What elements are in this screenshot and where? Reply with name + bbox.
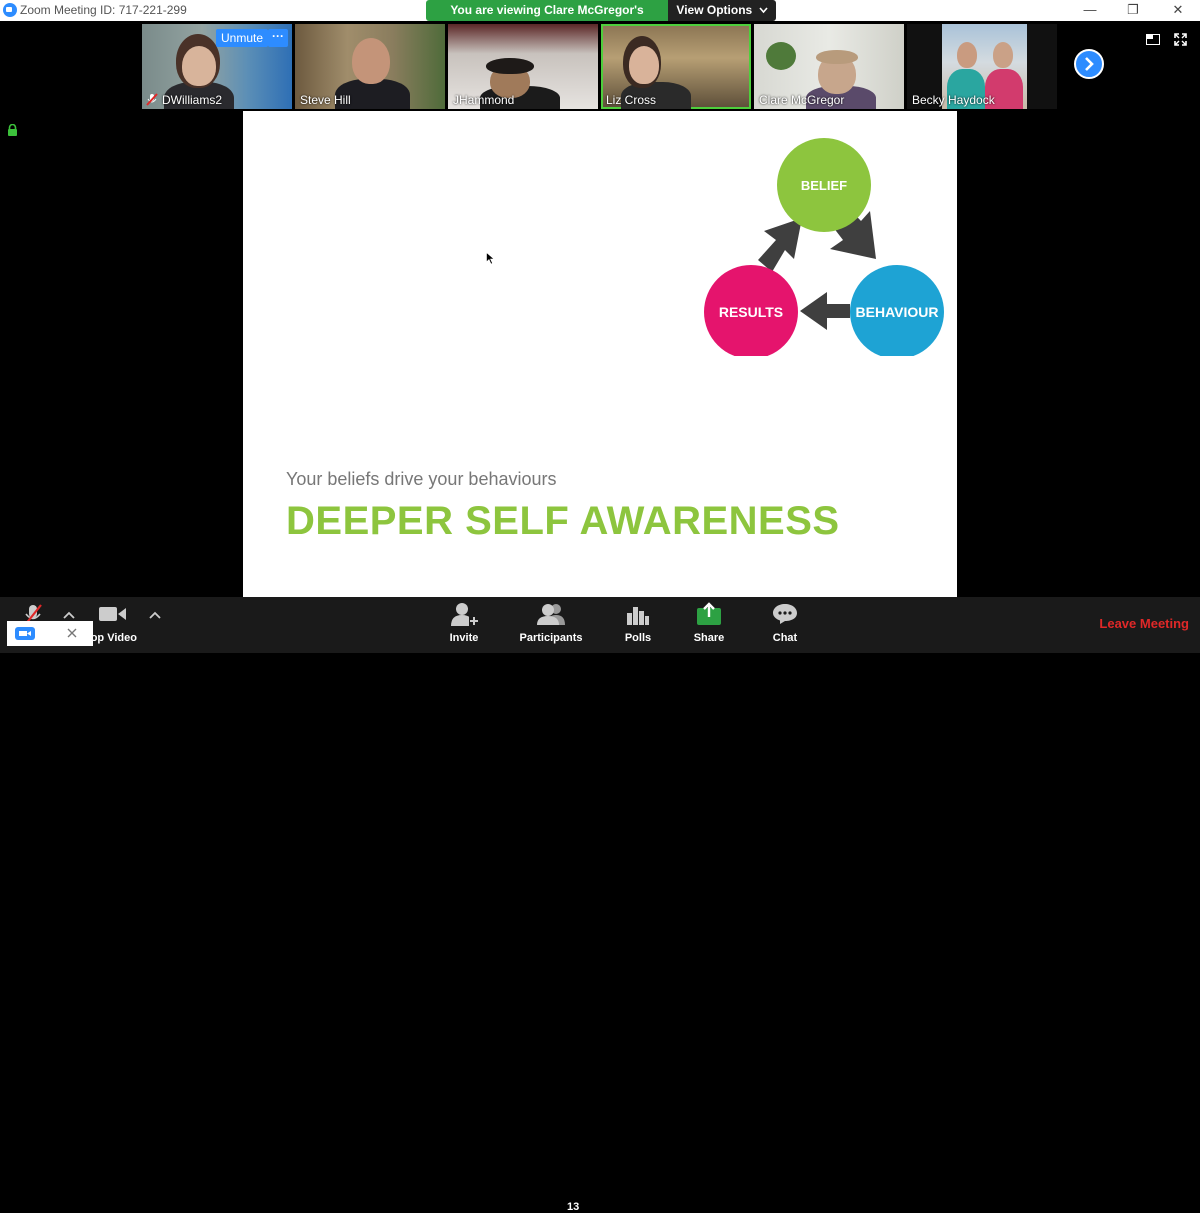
- participant-video-liz-cross[interactable]: Liz Cross: [601, 24, 751, 109]
- participant-name: Becky Haydock: [912, 93, 995, 107]
- invite-button[interactable]: Invite: [424, 597, 504, 653]
- next-page-button[interactable]: [1074, 49, 1104, 79]
- invite-label: Invite: [449, 632, 479, 644]
- participant-video-dwilliams2[interactable]: Unmute ··· DWilliams2: [142, 24, 292, 109]
- meeting-toolbar: top Video Invite Participants 13 Polls S…: [0, 597, 1200, 1213]
- muted-mic-icon: [146, 93, 158, 106]
- chat-bubble-icon: [773, 604, 797, 624]
- zoom-logo-icon: [3, 3, 17, 17]
- participant-strip: Unmute ··· DWilliams2 Steve Hill JHammon…: [142, 24, 1057, 109]
- close-button[interactable]: ✕: [1172, 2, 1184, 17]
- person-hair: [486, 58, 534, 74]
- polls-label: Polls: [624, 632, 652, 644]
- participant-name: JHammond: [453, 93, 515, 107]
- participant-video-jhammond[interactable]: JHammond: [448, 24, 598, 109]
- lock-icon[interactable]: [7, 124, 18, 136]
- belief-behaviour-results-diagram: BELIEF BEHAVIOUR RESULTS: [704, 138, 944, 356]
- participant-count-badge: 13: [567, 1201, 580, 1213]
- viewing-screen-label: You are viewing Clare McGregor's screen: [426, 0, 668, 38]
- polls-bar-chart-icon: [627, 607, 649, 625]
- speaker-view-icon[interactable]: [1146, 34, 1160, 45]
- chat-button[interactable]: Chat: [745, 597, 825, 653]
- belief-circle: [777, 138, 871, 232]
- invite-person-icon: [451, 603, 479, 626]
- video-camera-icon: [99, 607, 126, 621]
- mini-video-window[interactable]: [7, 621, 93, 646]
- share-screen-button[interactable]: Share: [669, 597, 749, 653]
- restore-button[interactable]: ❐: [1127, 2, 1139, 17]
- stop-video-button[interactable]: top Video: [72, 597, 152, 653]
- arrow-results-to-belief: [758, 218, 802, 272]
- slide-headline: DEEPER SELF AWARENESS: [286, 499, 840, 543]
- person-face: [182, 46, 216, 86]
- behaviour-label: BEHAVIOUR: [856, 304, 939, 320]
- participant-name: Clare McGregor: [759, 93, 845, 107]
- slide-subtitle: Your beliefs drive your behaviours: [286, 469, 557, 489]
- close-mini-window-icon[interactable]: [67, 628, 77, 638]
- person-face: [629, 46, 659, 84]
- view-options-button[interactable]: View Options: [668, 0, 776, 21]
- minimize-button[interactable]: —: [1083, 2, 1097, 17]
- shared-screen-slide: BELIEF BEHAVIOUR RESULTS Your beliefs dr…: [243, 111, 957, 597]
- person-silhouette: [985, 69, 1023, 109]
- participant-name: Liz Cross: [606, 93, 657, 107]
- unmute-button[interactable]: Unmute: [216, 29, 269, 47]
- stop-video-label: top Video: [87, 632, 137, 644]
- video-options-caret-icon[interactable]: [149, 611, 161, 619]
- person-face: [993, 42, 1013, 68]
- belief-label: BELIEF: [801, 178, 847, 193]
- chevron-down-icon: [758, 7, 768, 14]
- houseplant: [766, 42, 796, 70]
- participant-name: DWilliams2: [162, 93, 222, 107]
- participants-label: Participants: [519, 632, 583, 644]
- results-label: RESULTS: [719, 304, 783, 320]
- participant-video-clare-mcgregor[interactable]: Clare McGregor: [754, 24, 904, 109]
- person-face: [352, 38, 390, 84]
- arrow-behaviour-to-results: [800, 292, 850, 330]
- participants-icon: [537, 604, 565, 625]
- participant-name: Steve Hill: [300, 93, 351, 107]
- person-silhouette: [335, 79, 410, 109]
- behaviour-circle: [850, 265, 944, 356]
- view-options-label: View Options: [676, 3, 753, 17]
- polls-button[interactable]: Polls: [598, 597, 678, 653]
- audio-options-caret-icon[interactable]: [63, 611, 75, 619]
- person-hair: [816, 50, 858, 64]
- person-silhouette: [806, 86, 876, 109]
- chat-label: Chat: [772, 632, 798, 644]
- screen-share-banner: You are viewing Clare McGregor's screen …: [426, 0, 776, 38]
- participants-button[interactable]: Participants: [511, 597, 591, 653]
- person-silhouette: [621, 82, 691, 109]
- zoom-video-icon: [15, 627, 35, 640]
- participant-video-becky-haydock[interactable]: Becky Haydock: [907, 24, 1057, 109]
- share-label: Share: [693, 632, 725, 644]
- chevron-right-icon: [1085, 57, 1094, 71]
- leave-meeting-button[interactable]: Leave Meeting: [1099, 616, 1189, 631]
- mouse-pointer-icon: [486, 252, 495, 265]
- more-options-button[interactable]: ···: [268, 29, 288, 47]
- person-face: [957, 42, 977, 68]
- participant-video-steve-hill[interactable]: Steve Hill: [295, 24, 445, 109]
- results-circle: [704, 265, 798, 356]
- window-title: Zoom Meeting ID: 717-221-299: [20, 3, 187, 17]
- person-silhouette: [947, 69, 985, 109]
- fullscreen-icon[interactable]: [1174, 33, 1187, 46]
- share-screen-icon: [697, 602, 721, 625]
